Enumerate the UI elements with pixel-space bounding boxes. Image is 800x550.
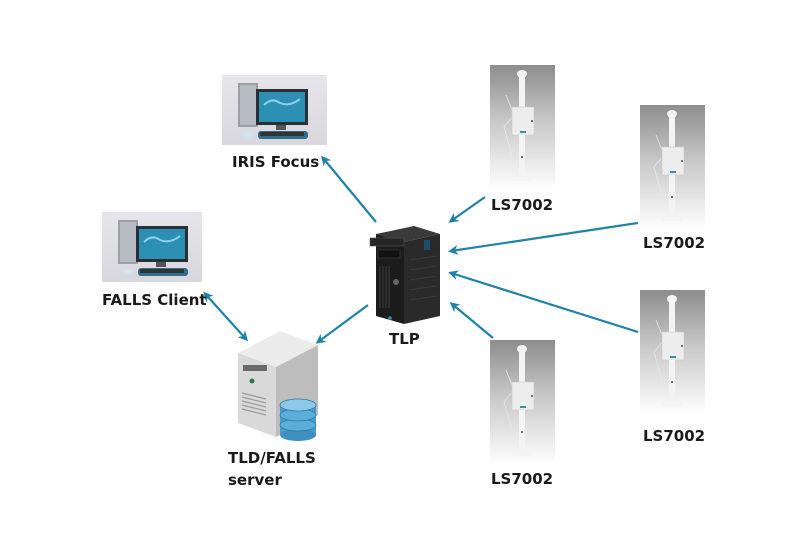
- node-ls7002-2: [640, 105, 705, 230]
- node-ls7002-4: [490, 340, 555, 465]
- node-iris-focus: [222, 75, 327, 145]
- label-tlp: TLP: [389, 330, 420, 348]
- arrow-falls-client-tld: [203, 291, 249, 342]
- arrow-ls4-to-tlp: [449, 302, 494, 339]
- node-tlp: [368, 220, 446, 325]
- label-iris-focus: IRIS Focus: [232, 153, 320, 171]
- label-tld-falls-line1: TLD/FALLS: [228, 449, 316, 467]
- arrow-ls2-to-tlp: [448, 221, 639, 255]
- arrow-tlp-to-tld: [315, 304, 369, 344]
- node-tld-falls-server: [230, 325, 330, 445]
- label-ls7002-3: LS7002: [643, 427, 706, 445]
- node-ls7002-3: [640, 290, 705, 415]
- label-ls7002-1: LS7002: [491, 196, 554, 214]
- node-falls-client: [102, 212, 202, 282]
- node-ls7002-1: [490, 65, 555, 190]
- arrow-ls1-to-tlp: [448, 196, 486, 223]
- lightning-sensor-icon: [653, 110, 685, 221]
- arrow-ls3-to-tlp: [448, 270, 639, 334]
- label-falls-client: FALLS Client: [102, 291, 207, 309]
- desktop-computer-icon: [238, 83, 308, 139]
- lightning-sensor-icon: [503, 345, 535, 456]
- desktop-computer-icon: [118, 220, 188, 276]
- label-ls7002-4: LS7002: [491, 470, 554, 488]
- label-tld-falls-line2: server: [228, 471, 282, 489]
- lightning-sensor-icon: [503, 70, 535, 181]
- tower-server-icon: [369, 226, 440, 324]
- database-server-icon: [238, 331, 318, 441]
- lightning-sensor-icon: [653, 295, 685, 406]
- label-ls7002-2: LS7002: [643, 234, 706, 252]
- arrow-tlp-to-iris: [321, 155, 377, 223]
